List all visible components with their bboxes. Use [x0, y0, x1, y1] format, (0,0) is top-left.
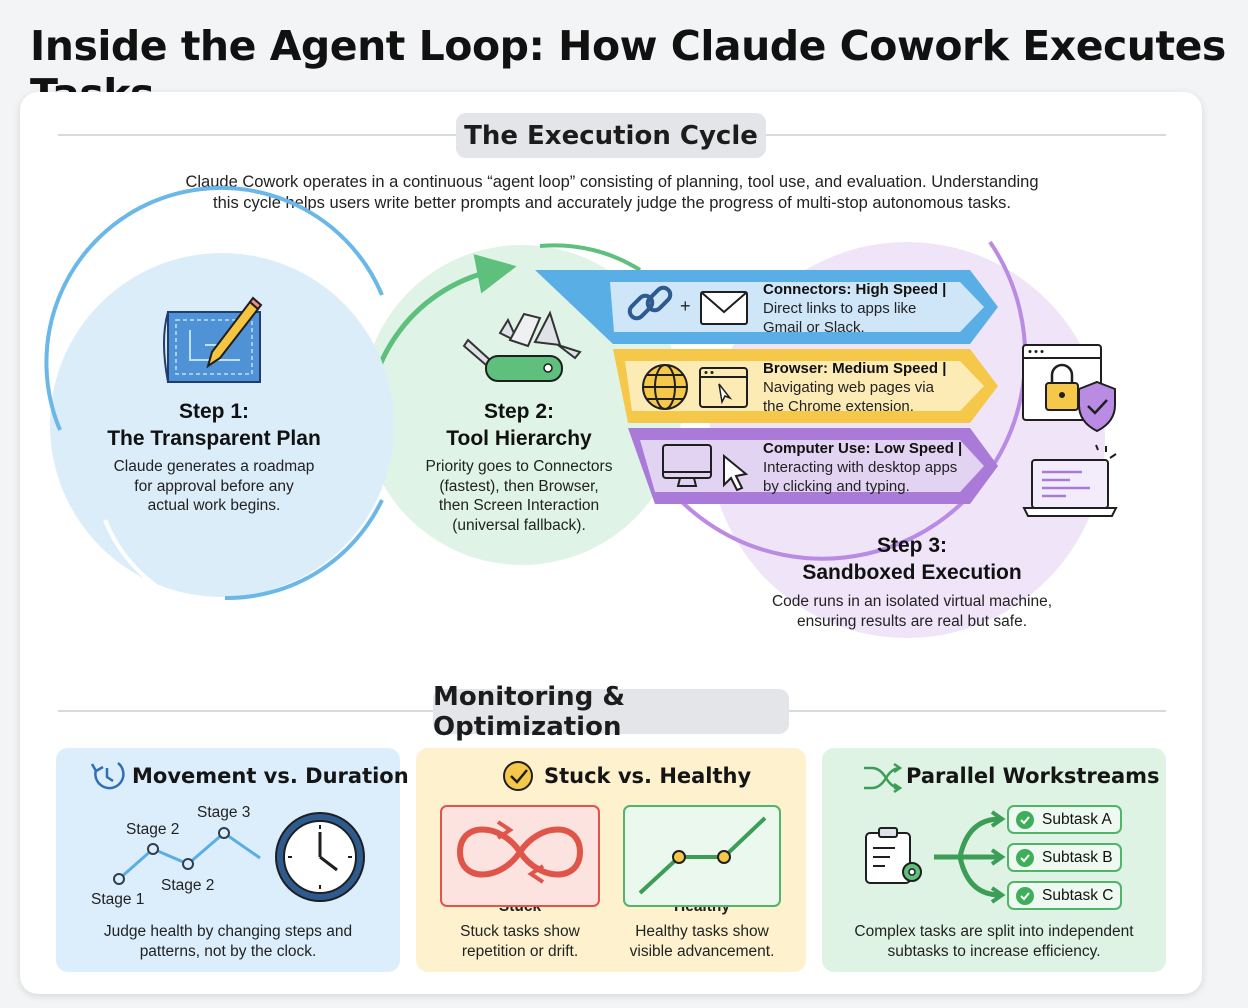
- locked-window-shield-icon: [1022, 344, 1116, 433]
- tool-browser-text: Browser: Medium Speed | Navigating web p…: [763, 360, 947, 415]
- monitoring-heading: Monitoring & Optimization: [433, 682, 789, 742]
- cursor-arrow-icon: [723, 453, 749, 492]
- subtask-a-badge: Subtask A: [1007, 805, 1122, 834]
- tool-connectors-text: Connectors: High Speed | Direct links to…: [763, 281, 947, 336]
- step2-title: Step 2: Tool Hierarchy: [446, 400, 592, 450]
- subtask-c-badge: Subtask C: [1007, 881, 1122, 910]
- link-icon: [627, 285, 673, 321]
- plus-sign: +: [680, 296, 691, 316]
- check-icon: [1016, 810, 1034, 829]
- stage-label: Stage 2: [126, 821, 180, 838]
- healthy-desc: Healthy tasks show visible advancement.: [629, 923, 775, 960]
- movement-duration-desc: Judge health by changing steps and patte…: [103, 923, 353, 960]
- monitor-icon: [662, 444, 712, 487]
- stage-label: Stage 3: [197, 804, 251, 821]
- laptop-code-icon: [1022, 444, 1118, 517]
- blueprint-pencil-icon: [163, 296, 263, 383]
- multitool-icon: [462, 310, 582, 382]
- globe-icon: [642, 364, 688, 410]
- step3-desc: Code runs in an isolated virtual machine…: [771, 593, 1052, 630]
- check-icon: [1016, 886, 1034, 905]
- parallel-workstreams-desc: Complex tasks are split into independent…: [854, 923, 1134, 960]
- browser-window-cursor-icon: [699, 367, 748, 408]
- tool-computer-use-text: Computer Use: Low Speed | Interacting wi…: [763, 440, 963, 495]
- execution-cycle-heading: The Execution Cycle: [456, 113, 766, 158]
- parallel-workstreams-title: Parallel Workstreams: [906, 764, 1160, 788]
- stuck-label: Stuck: [498, 898, 542, 915]
- movement-duration-title: Movement vs. Duration: [132, 764, 409, 788]
- healthy-label: Healthy: [674, 898, 730, 915]
- step1-desc: Claude generates a roadmap for approval …: [113, 458, 315, 514]
- stage-label: Stage 1: [91, 891, 145, 908]
- step3-title: Step 3: Sandboxed Execution: [802, 534, 1022, 584]
- subtask-b-badge: Subtask B: [1007, 843, 1122, 872]
- stuck-desc: Stuck tasks show repetition or drift.: [460, 923, 580, 960]
- envelope-icon: [700, 291, 748, 325]
- check-icon: [1016, 848, 1034, 867]
- step2-desc: Priority goes to Connectors (fastest), t…: [425, 458, 613, 534]
- stuck-healthy-title: Stuck vs. Healthy: [544, 764, 752, 788]
- step1-title: Step 1: The Transparent Plan: [107, 400, 321, 450]
- stage-label: Stage 2: [161, 877, 215, 894]
- execution-intro: Claude Cowork operates in a continuous “…: [185, 173, 1039, 212]
- step1-circle: [44, 185, 394, 617]
